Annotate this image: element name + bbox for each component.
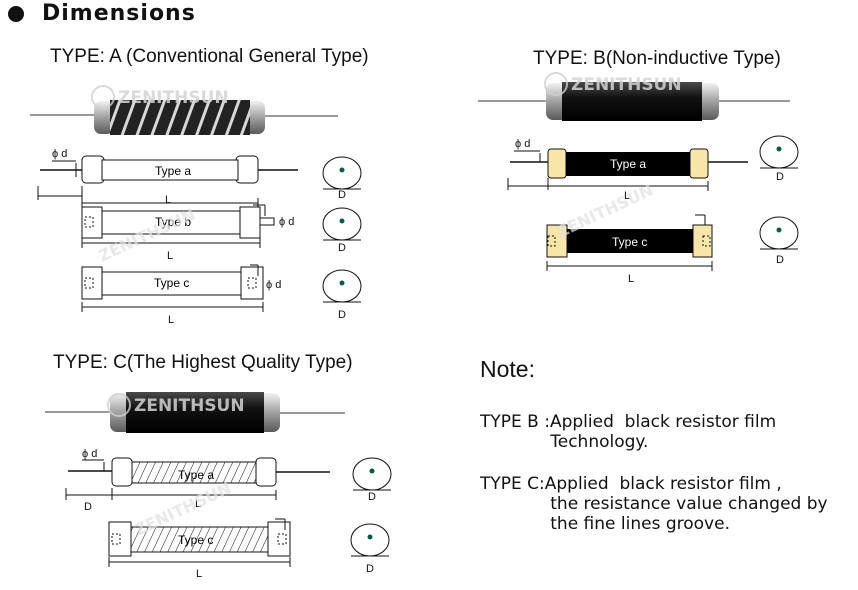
label-phi-d: ϕ d <box>515 138 530 150</box>
label-diameter: D <box>776 254 784 266</box>
label-type-a: Type a <box>178 468 214 482</box>
label-length: L <box>624 190 630 202</box>
label-type-c: Type c <box>612 235 647 249</box>
label-length: L <box>195 498 201 510</box>
label-phi-d: ϕ d <box>52 148 67 160</box>
label-diameter: D <box>84 501 92 513</box>
label-diameter: D <box>776 171 784 183</box>
type-c-resistor-photo <box>45 392 345 433</box>
label-diameter: D <box>366 563 374 575</box>
type-a-heading: TYPE: A (Conventional General Type) <box>50 46 369 67</box>
label-diameter: D <box>368 491 376 503</box>
type-b-end-views <box>759 135 799 250</box>
label-length: L <box>165 194 171 206</box>
type-b-drawing-a <box>507 148 748 191</box>
label-diameter: D <box>338 309 346 321</box>
type-c-heading: TYPE: C(The Highest Quality Type) <box>53 352 353 373</box>
note-type-b-line2: Technology. <box>480 432 649 452</box>
note-type-c-line3: the fine lines groove. <box>480 514 730 534</box>
label-phi-d: ϕ d <box>266 279 281 291</box>
type-c-drawing-a <box>65 457 330 500</box>
label-diameter: D <box>338 189 346 201</box>
type-a-drawing-a <box>37 155 298 208</box>
label-type-a: Type a <box>610 157 646 171</box>
label-phi-d: ϕ d <box>279 216 294 228</box>
type-b-drawing-c <box>546 214 713 271</box>
watermark-text: ZENITHSUN <box>571 75 682 95</box>
label-phi-d: ϕ d <box>82 448 97 460</box>
label-length: L <box>167 250 173 262</box>
type-b-heading: TYPE: B(Non-inductive Type) <box>533 48 781 69</box>
note-type-c-line1: TYPE C:Applied black resistor film , <box>480 474 782 494</box>
label-type-a: Type a <box>155 164 191 178</box>
type-c-end-views <box>350 457 392 557</box>
label-type-c: Type c <box>154 276 189 290</box>
type-b-resistor-photo <box>478 82 790 121</box>
section-bullet <box>8 6 24 22</box>
note-type-b-line1: TYPE B :Applied black resistor film <box>480 412 777 432</box>
label-type-b: Type b <box>155 215 191 229</box>
label-type-c: Type c <box>178 533 213 547</box>
watermark-text: ZENITHSUN <box>118 88 229 108</box>
type-a-end-views <box>322 156 362 303</box>
type-c-drawing-c <box>108 518 291 567</box>
label-length: L <box>196 568 202 580</box>
note-title: Note: <box>480 356 535 382</box>
label-length: L <box>168 314 174 326</box>
watermark-text: ZENITHSUN <box>134 396 245 416</box>
page-title: Dimensions <box>42 1 196 26</box>
type-a-resistor-photo <box>30 100 338 135</box>
type-a-drawing-c <box>81 264 264 312</box>
note-type-c-line2: the resistance value changed by <box>480 494 828 514</box>
type-a-drawing-b <box>81 204 275 248</box>
label-length: L <box>628 273 634 285</box>
label-diameter: D <box>338 242 346 254</box>
drawing-labels: Type a ϕ d L Type b ϕ d L Type c ϕ d L D… <box>52 138 784 580</box>
